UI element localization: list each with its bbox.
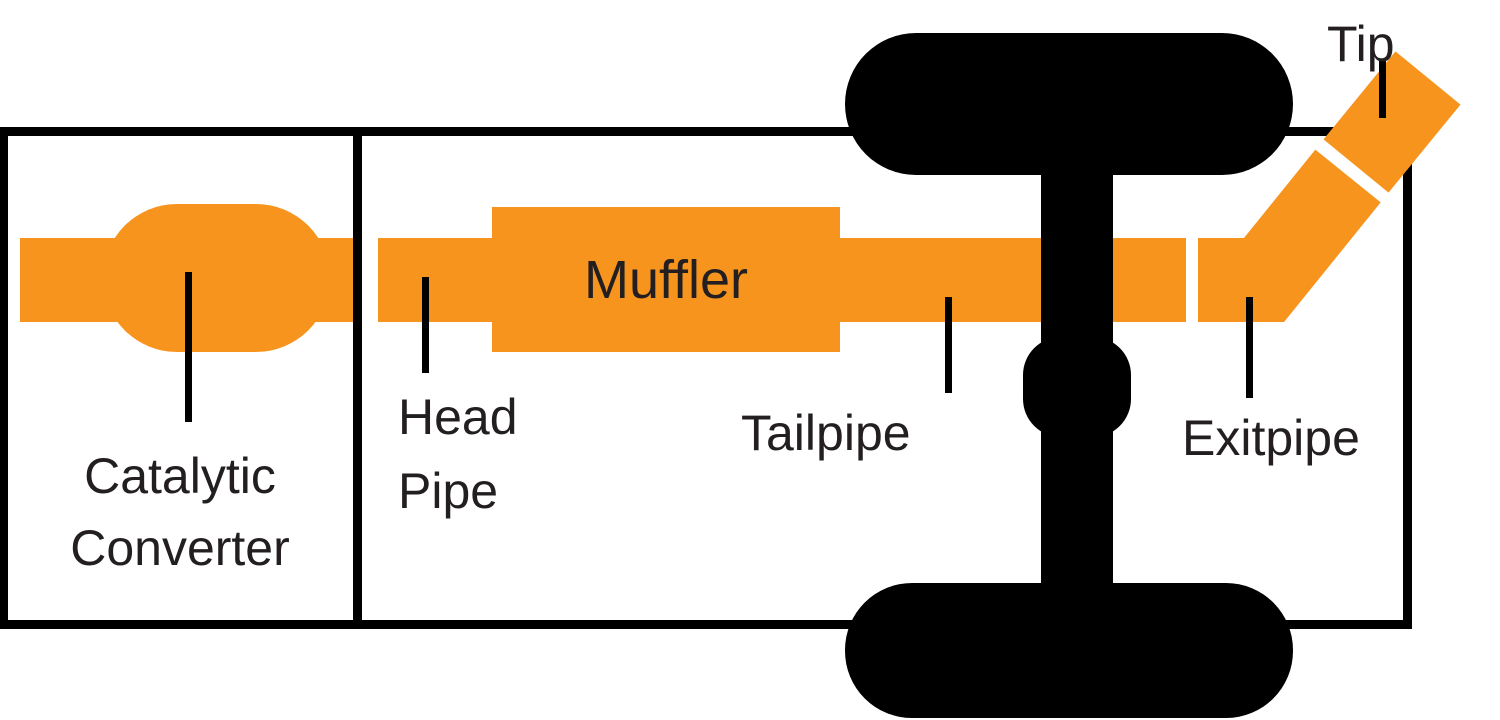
frame-line-bottom: [0, 620, 1412, 629]
exitpipe-leader-line: [1246, 297, 1253, 398]
frame-line-right: [1403, 127, 1412, 629]
tailpipe-leader-line: [945, 297, 952, 393]
exitpipe-shape: [1198, 149, 1381, 322]
muffler-label: Muffler: [583, 249, 749, 310]
tip-label: Tip: [1327, 16, 1395, 72]
catalytic-converter-label-line2: Converter: [70, 520, 290, 576]
head-pipe-shape: [378, 238, 492, 322]
head-pipe-label-line2: Pipe: [398, 463, 499, 519]
differential-shape: [1023, 337, 1131, 437]
frame-line-top: [0, 127, 1412, 136]
muffler-shape: Muffler: [492, 207, 840, 352]
tip-leader-line: [1379, 60, 1386, 118]
catalytic-converter-label-line1: Catalytic: [84, 448, 276, 504]
head-pipe-label-line1: Head: [398, 389, 518, 445]
tailpipe-label: Tailpipe: [741, 405, 911, 461]
tip-shape: [1323, 51, 1461, 193]
tailpipe-shape: [840, 238, 1186, 322]
catalytic-converter-leader-line: [185, 272, 192, 422]
head-pipe-label: Head Pipe: [398, 380, 518, 528]
catalytic-converter-label: Catalytic Converter: [5, 440, 355, 584]
frame-line-middle: [353, 127, 362, 629]
head-pipe-leader-line: [422, 277, 429, 373]
frame-line-left: [0, 127, 8, 629]
catalytic-converter-shape: [103, 204, 330, 352]
exitpipe-label: Exitpipe: [1182, 410, 1360, 466]
